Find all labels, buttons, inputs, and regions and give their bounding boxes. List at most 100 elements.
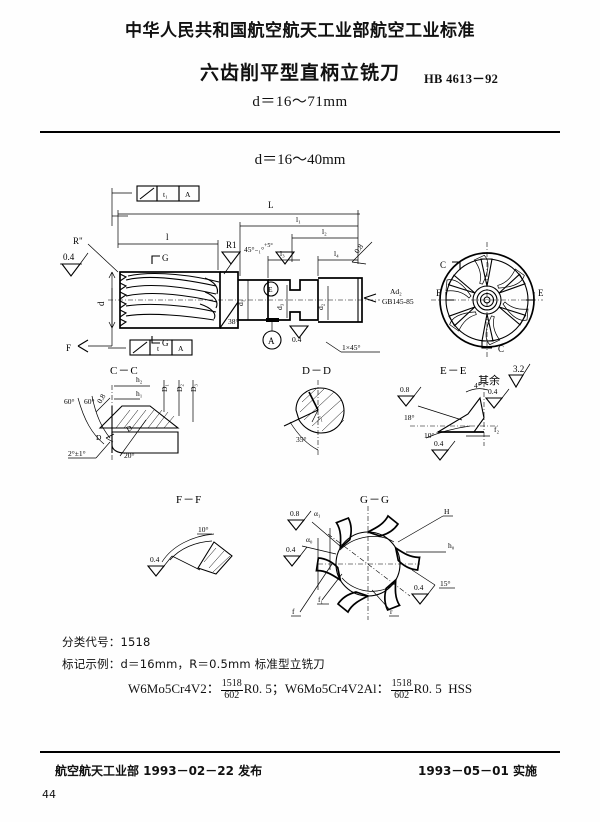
classification-note: 分类代号：1518: [62, 634, 151, 650]
roughness-08-base: [351, 261, 367, 265]
grade1-denominator: 602: [224, 689, 240, 701]
cc-body: [111, 431, 179, 454]
gg-centerline-diag: [327, 533, 411, 597]
section-ff-title: F－F: [176, 494, 202, 506]
gdt-frame-top: t₁ A: [111, 185, 200, 226]
gg-H-leader: [397, 515, 444, 543]
technical-drawing: 其余 3.2 t₁ A t: [0, 170, 600, 625]
section-view-gg: G－G: [282, 494, 455, 620]
general-roughness-note: 其余 3.2: [478, 363, 531, 389]
figure-caption: d＝16～40mm: [254, 152, 346, 168]
datum-a-marker: A: [262, 318, 282, 350]
document-title: 六齿削平型直柄立铣刀: [199, 62, 400, 84]
gg-r-leader: [371, 589, 391, 611]
gg-label-h0: h₀: [448, 541, 455, 550]
ff-rough-04: 0.4: [150, 555, 160, 564]
gdt-datum-box: [178, 185, 200, 202]
grade2-suffix: R0. 5: [413, 681, 442, 696]
dd-r1-leader: [311, 409, 319, 423]
gg-teeth: [315, 514, 421, 614]
dd-tooth-outline: [295, 387, 345, 434]
issuer-statement: 航空航天工业部 1993－02－22 发布: [55, 764, 263, 778]
gg-15-leader: [411, 569, 436, 586]
gg-rough-04r-tick: [427, 584, 436, 595]
section-gg-title: G－G: [360, 494, 390, 506]
roughness-tick: [522, 363, 531, 376]
ff-hatching: [203, 547, 231, 573]
section-e-right-icon: [526, 292, 535, 301]
cc-angle-2pm1: 2°±1°: [68, 449, 86, 458]
runout-symbol-icon: [139, 187, 155, 200]
gg-angle-15: 15°: [440, 579, 451, 588]
datum-e-label: E: [268, 285, 273, 294]
standard-number: HB 4613－92: [424, 72, 499, 86]
gg-left-leaders: [299, 521, 343, 613]
ee-tooth-wedge: [436, 396, 485, 433]
marking-example-note: 标记示例：d＝16mm，R＝0.5mm 标准型立铣刀: [62, 656, 325, 672]
gg-inner-arcs: [339, 536, 397, 592]
gg-rough-04-right: 0.4: [414, 583, 424, 592]
section-g-bottom-label: G: [162, 338, 169, 348]
example-text: d＝16mm，R＝0.5mm 标准型立铣刀: [120, 657, 325, 671]
roughness-08-value: 0.8: [352, 242, 365, 255]
angle-45-label: 45°₋₁°: [244, 245, 264, 254]
ff-rough-04-triangle-icon: [146, 565, 166, 577]
cutter-end-teeth: [119, 273, 128, 327]
grade1-suffix: R0. 5；: [243, 681, 285, 696]
ee-label-f2: f₂: [494, 425, 499, 434]
dim-l2-label: l₂: [322, 227, 327, 236]
cc-angle-2-leader: [95, 441, 111, 459]
roughness-04b-value: 0.4: [292, 335, 302, 344]
end-view-teeth: [445, 254, 529, 346]
ee-angle-18: 18°: [404, 413, 415, 422]
angle-38-label: 38°: [228, 317, 239, 326]
section-e-right-label: E: [538, 288, 544, 298]
section-g-top-icon: [151, 255, 160, 264]
center-hole-callout: Ad₂ GB145-85: [363, 287, 414, 306]
classification-label: 分类代号：: [62, 635, 121, 649]
dim-l3-label: l₃: [280, 249, 285, 258]
angle-45-callout: 45°₋₁° +5°: [244, 242, 296, 265]
chamfer-leader: [325, 341, 342, 353]
grade1-numerator: 1518: [220, 678, 243, 691]
view-arrow-f: F: [66, 288, 113, 353]
general-roughness-label: 其余: [478, 373, 500, 387]
roughness-left-triangle-icon: [60, 263, 82, 277]
gg-rough-04r-triangle-icon: [410, 593, 430, 605]
roughness-08-tick: [351, 241, 373, 263]
section-view-dd: D－D 35° r₁: [283, 365, 345, 456]
center-hole-arrow-icon: [363, 293, 377, 303]
section-view-ee: E－E 0.8 0.4 0.4 18°: [396, 365, 510, 461]
gg-rough-08-triangle-icon: [286, 519, 306, 531]
footer-divider: [40, 751, 560, 753]
diameter-range: d＝16～71mm: [252, 94, 348, 110]
view-arrow-f-icon: [77, 339, 89, 353]
gdt2-datum-box: [171, 339, 193, 356]
ff-arc-outer: [161, 533, 215, 563]
view-arrow-f-label: F: [66, 343, 71, 353]
section-cc-title: C－C: [110, 365, 139, 377]
cc-tooth-profile: [98, 405, 180, 429]
gdt-tolerance-t1: t₁: [163, 190, 168, 199]
cc-arc-60b: [91, 395, 111, 439]
ff-arc-inner: [169, 540, 213, 561]
end-view-section-markers: E E C C: [436, 260, 544, 354]
section-g-markers: G G: [151, 253, 169, 348]
gg-rough-08-tick: [303, 510, 312, 521]
dim-l4-label: l₄: [334, 249, 339, 258]
gg-label-f1: f₁: [318, 595, 323, 604]
gg-rough-04-left: 0.4: [286, 545, 296, 554]
general-roughness-value: 3.2: [513, 364, 524, 374]
radius-r1-label: R1: [226, 240, 237, 250]
classification-code: 1518: [120, 635, 151, 649]
dim-lengths: l L l₁ l₂ l₃ l₄: [117, 200, 360, 278]
center-hole-std-label: GB145-85: [382, 297, 414, 306]
ff-rough-04-tick: [163, 555, 173, 567]
gdt-datum-a: A: [185, 190, 191, 199]
ee-rough-04r-tick: [501, 388, 510, 399]
dim-L-label: L: [268, 200, 274, 210]
taper-38-line: [219, 301, 239, 329]
standard-org-title: 中华人民共和国航空航天工业部航空工业标准: [125, 21, 475, 41]
ee-rough-08-triangle-icon: [396, 395, 416, 407]
